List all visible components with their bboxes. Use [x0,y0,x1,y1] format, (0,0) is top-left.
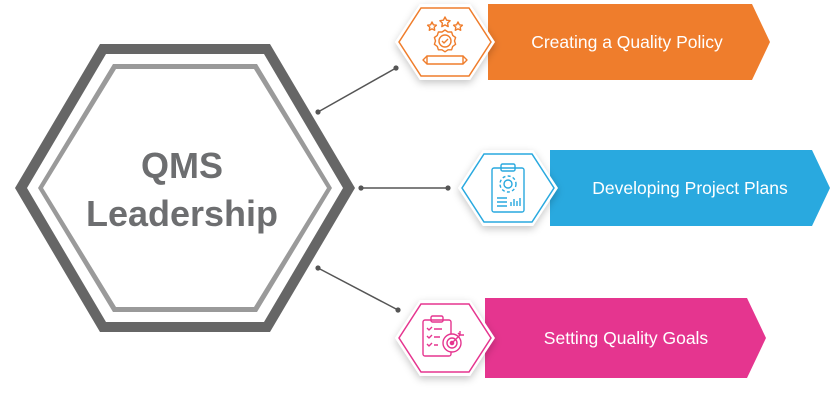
center-title-line-2: Leadership [86,193,278,234]
checklist-target-icon [422,315,464,357]
item-project-plans: Developing Project Plans [458,150,830,226]
center-hexagon: QMS Leadership [15,44,355,332]
item-quality-goals: Setting Quality Goals [395,298,766,378]
banner-quality-goals [485,298,766,378]
label-quality-policy: Creating a Quality Policy [531,32,723,52]
connectors [315,65,451,313]
label-project-plans: Developing Project Plans [592,178,788,198]
item-quality-policy: Creating a Quality Policy [395,4,770,80]
award-badge-icon [422,16,468,65]
banner-quality-policy [488,4,770,80]
banner-project-plans [550,150,830,226]
center-title-line-1: QMS [141,145,223,186]
label-quality-goals: Setting Quality Goals [544,328,709,348]
clipboard-gear-icon [491,163,525,213]
